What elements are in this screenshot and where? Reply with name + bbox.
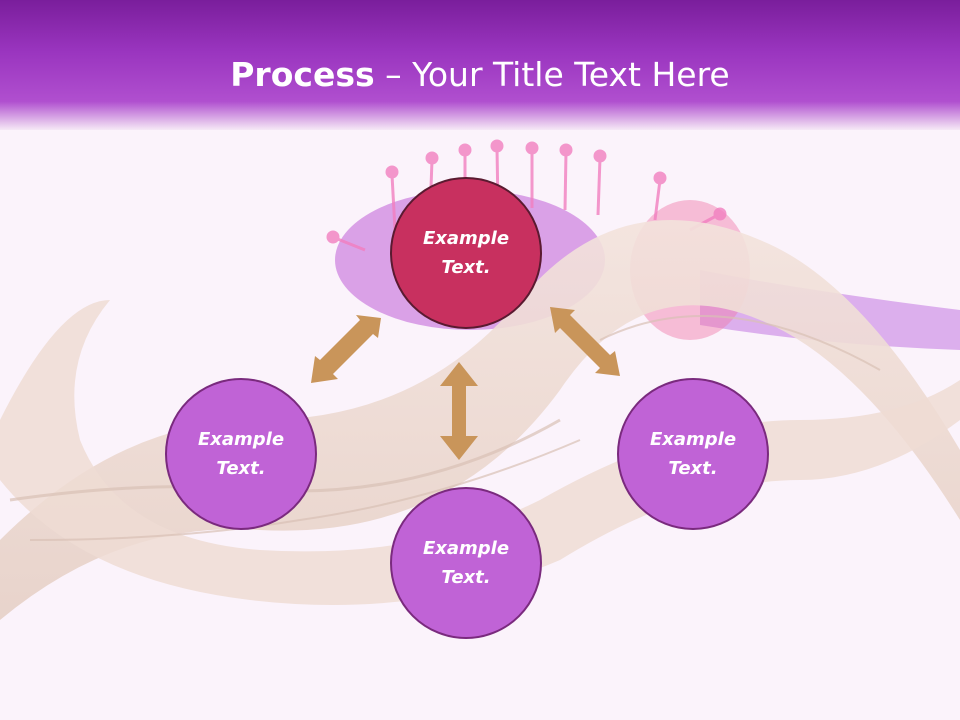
right-node: Example Text. <box>617 378 769 530</box>
title-bold: Process <box>230 55 375 94</box>
top-node-label: Example Text. <box>422 228 510 278</box>
right-node-label: Example Text. <box>649 429 737 479</box>
left-node-label: Example Text. <box>197 429 285 479</box>
left-node: Example Text. <box>165 378 317 530</box>
top-node: Example Text. <box>390 177 542 329</box>
bottom-node: Example Text. <box>390 487 542 639</box>
arrow-vertical <box>440 362 478 460</box>
arrow-top-right <box>550 307 620 376</box>
bottom-node-label: Example Text. <box>422 538 510 588</box>
arrow-top-left <box>311 315 381 383</box>
title-bar <box>0 0 960 130</box>
slide-title: Process – Your Title Text Here <box>0 50 960 100</box>
title-rest: – Your Title Text Here <box>374 55 730 94</box>
